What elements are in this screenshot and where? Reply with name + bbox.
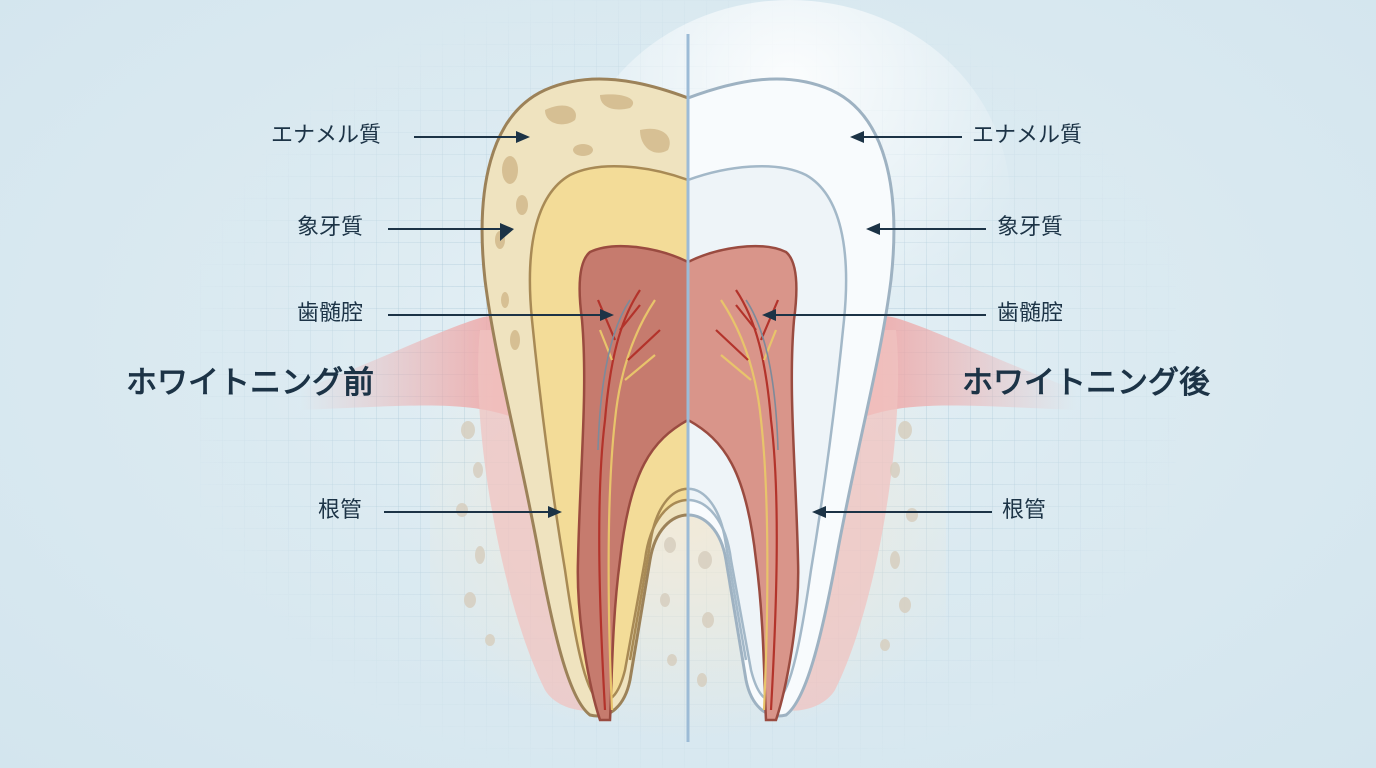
label-root-canal-after: 根管 — [1002, 498, 1047, 523]
title-before-whitening: ホワイトニング前 — [126, 365, 374, 401]
arrows-left — [384, 131, 614, 518]
title-after-whitening: ホワイトニング後 — [962, 365, 1210, 401]
tooth-before — [480, 77, 688, 722]
tooth-after — [688, 77, 896, 722]
label-pulp-cavity-after: 歯髄腔 — [997, 301, 1064, 326]
label-enamel-after: エナメル質 — [972, 123, 1083, 148]
label-root-canal-before: 根管 — [318, 498, 363, 523]
label-enamel-before: エナメル質 — [271, 123, 382, 148]
label-pulp-cavity-before: 歯髄腔 — [297, 301, 364, 326]
bone-pores — [456, 421, 918, 687]
arrows-right — [762, 131, 992, 518]
label-dentin-before: 象牙質 — [297, 215, 364, 240]
gum-right — [856, 316, 1076, 420]
gum-left — [300, 316, 520, 420]
label-dentin-after: 象牙質 — [997, 215, 1064, 240]
